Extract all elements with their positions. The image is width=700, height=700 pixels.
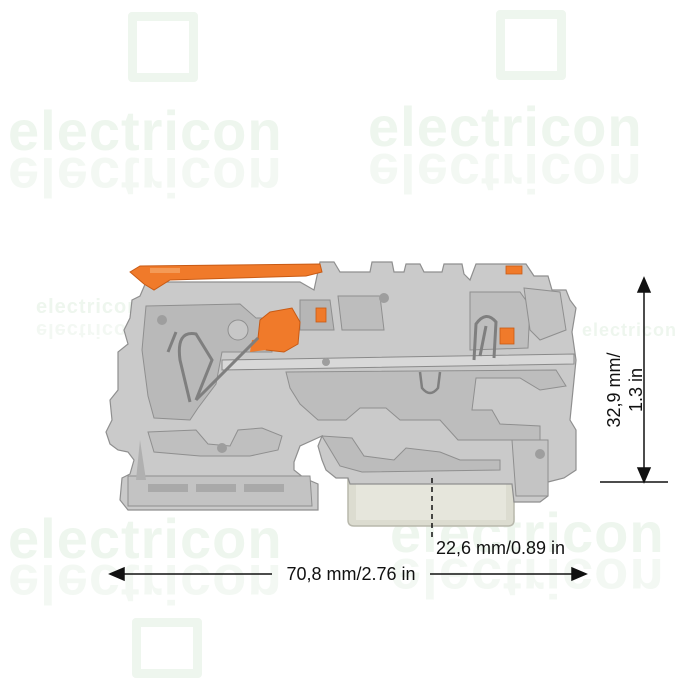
orange-lever (129, 263, 323, 291)
orange-tab (315, 265, 523, 345)
orange-push-button (227, 307, 301, 353)
watermark-logo-icon (132, 618, 202, 678)
watermark-text: electricon (582, 320, 678, 340)
width-label: 70,8 mm/2.76 in (286, 564, 416, 584)
clamp-spring-center (418, 371, 442, 395)
watermark-logo-icon (496, 10, 566, 80)
watermark-logo-icon (128, 12, 198, 82)
height-label-line2: 1.3 in (626, 367, 646, 413)
height-dimension (600, 276, 668, 484)
clamp-spring-left (166, 331, 260, 403)
clamp-spring-right (472, 315, 498, 361)
width-dimension (108, 566, 588, 582)
depth-label: 22,6 mm/0.89 in (436, 538, 566, 558)
din-rail (347, 477, 515, 527)
terminal-housing (105, 261, 577, 511)
watermark-text: electricon (36, 296, 141, 318)
watermark-text: electricon (8, 99, 283, 162)
height-label-line1: 32,9 mm/ (604, 352, 624, 428)
height-label: 32,9 mm/ 1.3 in (603, 325, 647, 455)
watermark-text: electricon (368, 95, 643, 158)
watermark-text: electricon (8, 507, 283, 570)
